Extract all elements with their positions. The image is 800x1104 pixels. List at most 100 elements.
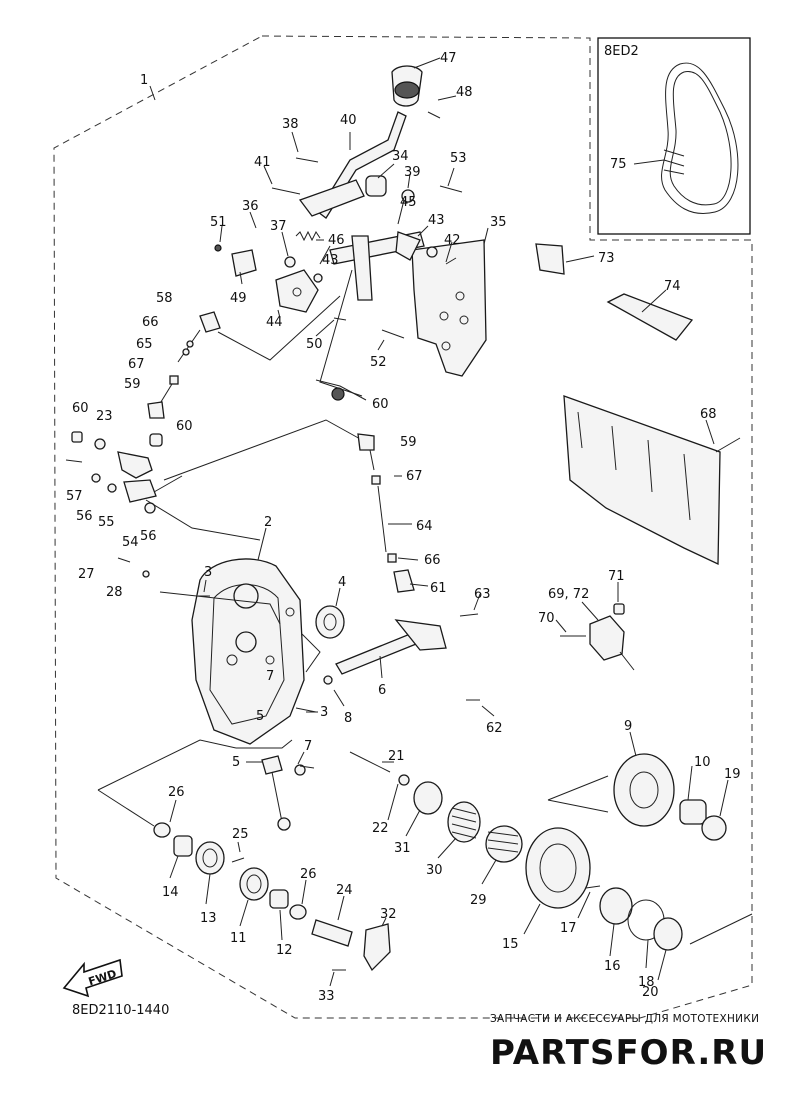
callout-28: 28	[106, 585, 123, 600]
callout-15: 15	[502, 937, 519, 952]
callout-62: 62	[486, 721, 503, 736]
callout-58: 58	[156, 291, 173, 306]
fwd-arrow-icon: FWD	[62, 958, 123, 998]
gear-train	[97, 739, 391, 987]
callout-73: 73	[598, 251, 615, 266]
shift-rod	[357, 433, 429, 593]
callout-66: 66	[142, 315, 159, 330]
callout-19: 19	[724, 767, 741, 782]
callout-1: 1	[140, 73, 148, 88]
callout-55: 55	[98, 515, 115, 530]
callout-labels: 1 2 3 3 4 5 5 6 7 7 8 9 10 11 12 13 14 1…	[66, 51, 741, 1004]
callout-4: 4	[338, 575, 346, 590]
callout-54: 54	[122, 535, 139, 550]
callout-26: 26	[168, 785, 185, 800]
callout-67: 67	[128, 357, 145, 372]
callout-57: 57	[66, 489, 83, 504]
callout-2: 2	[264, 515, 272, 530]
shift-lever-assembly	[214, 65, 487, 401]
callout-5: 5	[232, 755, 240, 770]
callout-26: 26	[300, 867, 317, 882]
callout-60: 60	[372, 397, 389, 412]
callout-64: 64	[416, 519, 433, 534]
callout-75: 75	[610, 157, 627, 172]
clutch-stack	[349, 731, 753, 981]
callout-59: 59	[400, 435, 417, 450]
callout-35: 35	[490, 215, 507, 230]
watermark-brand: PARTSFOR.RU	[490, 1033, 767, 1073]
callout-53: 53	[450, 151, 467, 166]
callout-29: 29	[470, 893, 487, 908]
cover-and-labels	[535, 243, 741, 671]
callout-48: 48	[456, 85, 473, 100]
callout-5: 5	[256, 709, 264, 724]
callout-36: 36	[242, 199, 259, 214]
callout-66: 66	[424, 553, 441, 568]
drawing-code: 8ED2110-1440	[72, 1003, 169, 1018]
callout-63: 63	[474, 587, 491, 602]
callout-32: 32	[380, 907, 397, 922]
callout-52: 52	[370, 355, 387, 370]
callout-47: 47	[440, 51, 457, 66]
inset-panel-title: 8ED2	[604, 44, 639, 59]
callout-42: 42	[444, 233, 461, 248]
callout-43: 43	[428, 213, 445, 228]
callout-43: 43	[322, 253, 339, 268]
callout-25: 25	[232, 827, 249, 842]
callout-27: 27	[78, 567, 95, 582]
callout-11: 11	[230, 931, 247, 946]
callout-33: 33	[318, 989, 335, 1004]
callout-65: 65	[136, 337, 153, 352]
callout-30: 30	[426, 863, 443, 878]
callout-60: 60	[176, 419, 193, 434]
callout-3: 3	[320, 705, 328, 720]
callout-13: 13	[200, 911, 217, 926]
leader-lines	[139, 57, 489, 541]
drive-belt	[661, 62, 739, 214]
callout-60: 60	[72, 401, 89, 416]
callout-9: 9	[624, 719, 632, 734]
callout-24: 24	[336, 883, 353, 898]
callout-10: 10	[694, 755, 711, 770]
callout-40: 40	[340, 113, 357, 128]
callout-14: 14	[162, 885, 179, 900]
callout-34: 34	[392, 149, 409, 164]
callout-16: 16	[604, 959, 621, 974]
callout-46: 46	[328, 233, 345, 248]
callout-56: 56	[140, 529, 157, 544]
callout-20: 20	[642, 985, 659, 1000]
transmission-case	[117, 527, 495, 749]
callout-37: 37	[270, 219, 287, 234]
callout-31: 31	[394, 841, 411, 856]
left-linkage	[65, 311, 221, 514]
callout-3: 3	[204, 565, 212, 580]
callout-17: 17	[560, 921, 577, 936]
callout-38: 38	[282, 117, 299, 132]
callout-71: 71	[608, 569, 625, 584]
callout-51: 51	[210, 215, 227, 230]
callout-67: 67	[406, 469, 423, 484]
callout-45: 45	[400, 195, 417, 210]
callout-22: 22	[372, 821, 389, 836]
callout-21: 21	[388, 749, 405, 764]
callout-7: 7	[304, 739, 312, 754]
callout-8: 8	[344, 711, 352, 726]
callout-6: 6	[378, 683, 386, 698]
callout-74: 74	[664, 279, 681, 294]
callout-56: 56	[76, 509, 93, 524]
callout-23: 23	[96, 409, 113, 424]
callout-70: 70	[538, 611, 555, 626]
callout-7: 7	[266, 669, 274, 684]
callout-50: 50	[306, 337, 323, 352]
callout-61: 61	[430, 581, 447, 596]
watermark-subtitle: ЗАПЧАСТИ И АКСЕССУАРЫ ДЛЯ МОТОТЕХНИКИ	[490, 1013, 759, 1025]
callout-59: 59	[124, 377, 141, 392]
callout-18: 18	[638, 975, 655, 990]
callout-44: 44	[266, 315, 283, 330]
callout-41: 41	[254, 155, 271, 170]
callout-39: 39	[404, 165, 421, 180]
callout-12: 12	[276, 943, 293, 958]
callout-69-72: 69, 72	[548, 587, 589, 602]
callout-49: 49	[230, 291, 247, 306]
